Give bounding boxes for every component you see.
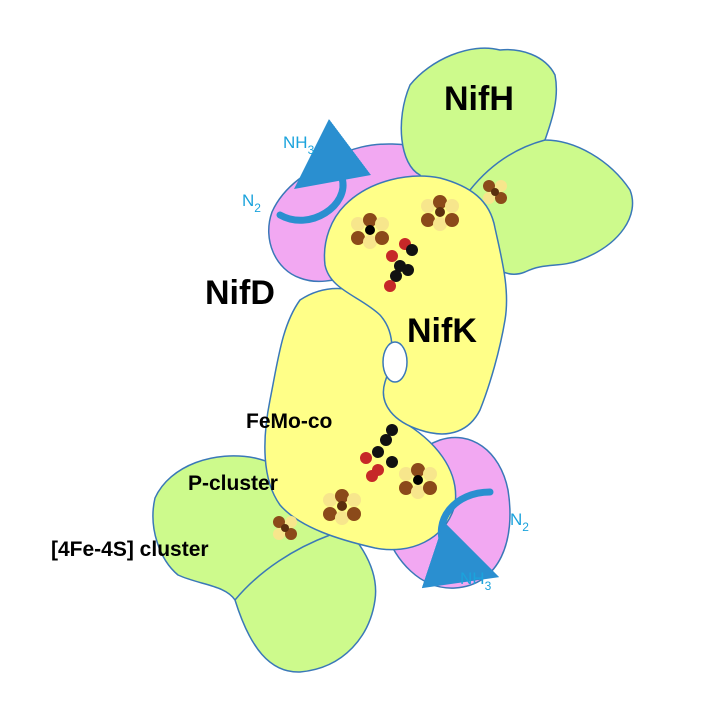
homocitrate-top-icon	[384, 238, 418, 292]
nifh-label: NifH	[444, 80, 514, 118]
homocitrate-bottom-icon	[360, 424, 398, 482]
pcluster-label: P-cluster	[188, 472, 278, 495]
central-channel	[382, 341, 408, 383]
nifk-label: NifK	[407, 312, 477, 350]
nifd-label: NifD	[205, 274, 275, 312]
femoco-top-icon	[351, 213, 389, 249]
pcluster-bottom-icon	[323, 489, 361, 525]
n2-bottom-label: N2	[510, 510, 529, 534]
nh3-top-label: NH3	[283, 133, 315, 157]
nh3-bottom-label: NH3	[460, 569, 492, 593]
fe4s4-label: [4Fe-4S] cluster	[51, 538, 209, 561]
arrow-top	[276, 119, 371, 224]
pcluster-top-icon	[421, 195, 459, 231]
fe4s4-cluster-top-icon	[483, 180, 507, 204]
femoco-label: FeMo-co	[246, 410, 332, 433]
nifh-top-divider	[469, 139, 546, 191]
nifh-bottom-divider	[234, 534, 331, 601]
n2-top-label: N2	[242, 191, 261, 215]
femoco-bottom-icon	[399, 463, 437, 499]
fe4s4-cluster-bottom-icon	[273, 516, 297, 540]
arrow-bottom	[421, 488, 500, 589]
